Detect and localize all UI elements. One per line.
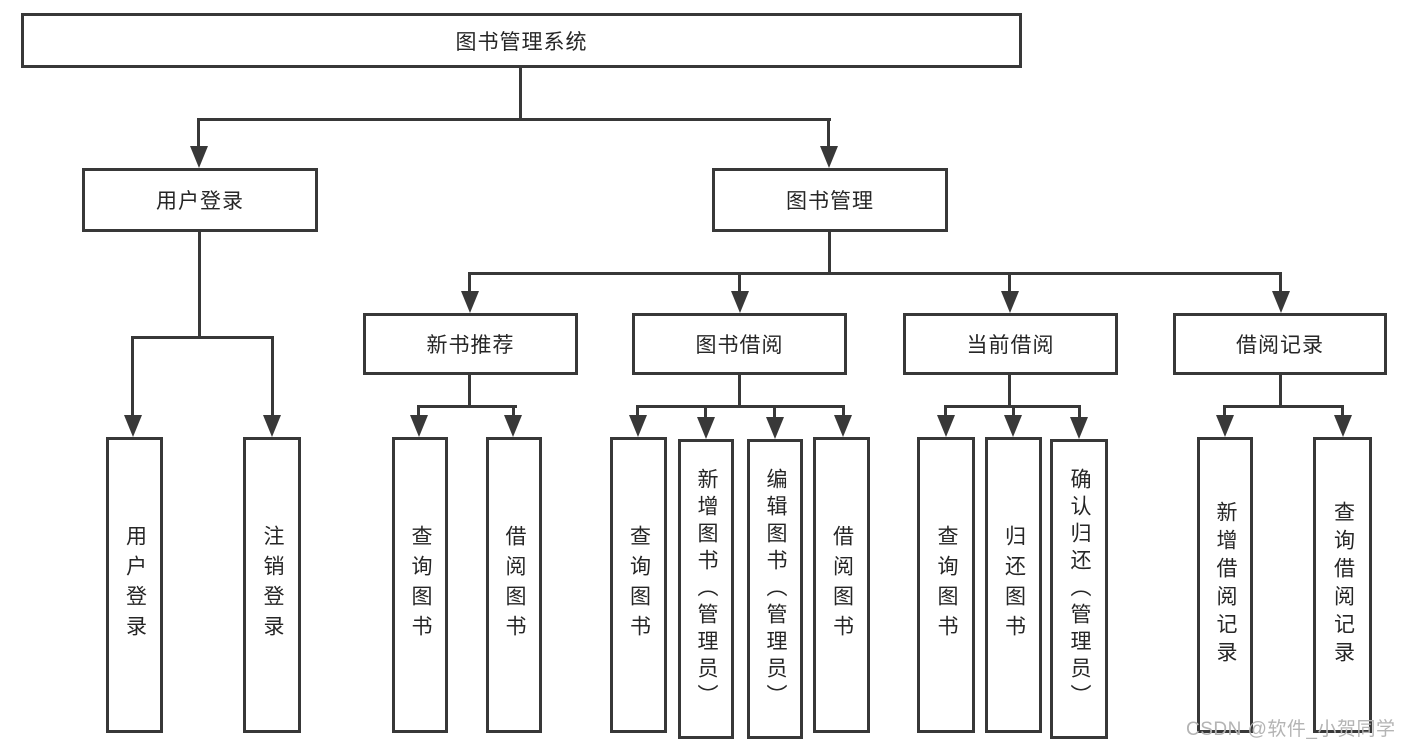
arrowhead-down-icon: [1070, 417, 1088, 439]
node-label: 确认归还（管理员）: [1068, 467, 1091, 711]
node-label: 当前借阅: [966, 334, 1055, 357]
arrowhead-down-icon: [1272, 291, 1290, 313]
connector-newrec-stem: [468, 375, 471, 407]
arrowhead-down-icon: [263, 415, 281, 437]
arrowhead-down-icon: [629, 415, 647, 437]
node-borrow-book-borrowing: 借阅图书: [813, 437, 870, 733]
node-add-book-admin: 新增图书（管理员）: [678, 439, 734, 739]
node-label: 图书管理系统: [455, 30, 588, 54]
connector-userlogin-bar: [131, 336, 274, 339]
node-label: 注销登录: [261, 525, 284, 645]
connector-newrec-drop-1: [417, 405, 420, 419]
watermark-text: CSDN @软件_小贺同学: [1186, 719, 1396, 740]
arrowhead-down-icon: [766, 417, 784, 439]
connector-bookborrow-drop-4: [842, 405, 845, 419]
node-borrowing-records: 借阅记录: [1173, 313, 1387, 375]
connector-level2-bar: [468, 272, 1282, 275]
node-label: 借阅图书: [503, 525, 526, 645]
node-new-book-recommend: 新书推荐: [363, 313, 578, 375]
node-label: 新增借阅记录: [1214, 501, 1237, 669]
connector-bookborrow-bar: [636, 405, 845, 408]
node-label: 借阅图书: [830, 525, 854, 645]
node-label: 图书借阅: [695, 334, 784, 357]
arrowhead-down-icon: [697, 417, 715, 439]
node-label: 用户登录: [123, 525, 147, 645]
node-query-book-borrowing: 查询图书: [610, 437, 667, 733]
node-label: 归还图书: [1002, 525, 1026, 645]
connector-userlogin-drop-left: [131, 336, 134, 417]
node-user-login-leaf: 用户登录: [106, 437, 163, 733]
node-book-borrowing: 图书借阅: [632, 313, 847, 375]
connector-borrowrecord-stem: [1279, 375, 1282, 407]
node-label: 新书推荐: [426, 334, 515, 357]
arrowhead-down-icon: [1004, 415, 1022, 437]
node-borrow-book-recommend: 借阅图书: [486, 437, 542, 733]
connector-root-drop-right: [827, 118, 830, 150]
node-label: 查询图书: [409, 525, 432, 645]
connector-level2-drop-4: [1279, 272, 1282, 292]
node-label: 编辑图书（管理员）: [764, 467, 787, 711]
connector-level2-drop-2: [738, 272, 741, 292]
connector-borrowrecord-bar: [1223, 405, 1344, 408]
node-current-borrowing: 当前借阅: [903, 313, 1118, 375]
connector-root-bar: [198, 118, 831, 121]
connector-bookborrow-drop-2: [704, 405, 707, 419]
node-logout-leaf: 注销登录: [243, 437, 301, 733]
node-add-borrow-record: 新增借阅记录: [1197, 437, 1253, 733]
node-label: 图书管理: [786, 190, 874, 213]
connector-currentborrow-drop-1: [944, 405, 947, 419]
node-query-borrow-record: 查询借阅记录: [1313, 437, 1372, 733]
node-query-book-recommend: 查询图书: [392, 437, 448, 733]
node-book-management: 图书管理: [712, 168, 948, 232]
connector-root-drop-left: [197, 118, 200, 150]
connector-bookborrow-drop-3: [773, 405, 776, 419]
node-library-management-system: 图书管理系统: [21, 13, 1022, 68]
node-label: 用户登录: [156, 190, 244, 213]
node-user-login: 用户登录: [82, 168, 318, 232]
arrowhead-down-icon: [190, 146, 208, 168]
connector-bookborrow-drop-1: [636, 405, 639, 419]
arrowhead-down-icon: [124, 415, 142, 437]
connector-userlogin-drop-right: [271, 336, 274, 417]
connector-userlogin-stem: [198, 232, 201, 336]
arrowhead-down-icon: [461, 291, 479, 313]
connector-root-stem: [519, 68, 522, 120]
arrowhead-down-icon: [410, 415, 428, 437]
node-return-book: 归还图书: [985, 437, 1042, 733]
arrowhead-down-icon: [504, 415, 522, 437]
node-label: 查询图书: [935, 525, 958, 645]
arrowhead-down-icon: [1001, 291, 1019, 313]
arrowhead-down-icon: [1216, 415, 1234, 437]
node-label: 查询图书: [627, 525, 651, 645]
connector-level2-drop-3: [1008, 272, 1011, 292]
connector-currentborrow-drop-3: [1078, 405, 1081, 419]
arrowhead-down-icon: [820, 146, 838, 168]
node-label: 新增图书（管理员）: [695, 467, 718, 711]
connector-newrec-bar: [417, 405, 517, 408]
node-label: 查询借阅记录: [1331, 501, 1355, 669]
connector-bookborrow-stem: [738, 375, 741, 407]
node-edit-book-admin: 编辑图书（管理员）: [747, 439, 803, 739]
connector-currentborrow-drop-2: [1012, 405, 1015, 419]
arrowhead-down-icon: [834, 415, 852, 437]
connector-bookmgmt-stem: [828, 232, 831, 272]
connector-borrowrecord-drop-1: [1223, 405, 1226, 419]
node-query-book-current: 查询图书: [917, 437, 975, 733]
connector-newrec-drop-2: [512, 405, 515, 419]
arrowhead-down-icon: [937, 415, 955, 437]
node-label: 借阅记录: [1236, 334, 1324, 357]
arrowhead-down-icon: [731, 291, 749, 313]
connector-level2-drop-1: [468, 272, 471, 292]
connector-borrowrecord-drop-2: [1341, 405, 1344, 419]
arrowhead-down-icon: [1334, 415, 1352, 437]
connector-currentborrow-stem: [1008, 375, 1011, 407]
node-confirm-return-admin: 确认归还（管理员）: [1050, 439, 1108, 739]
